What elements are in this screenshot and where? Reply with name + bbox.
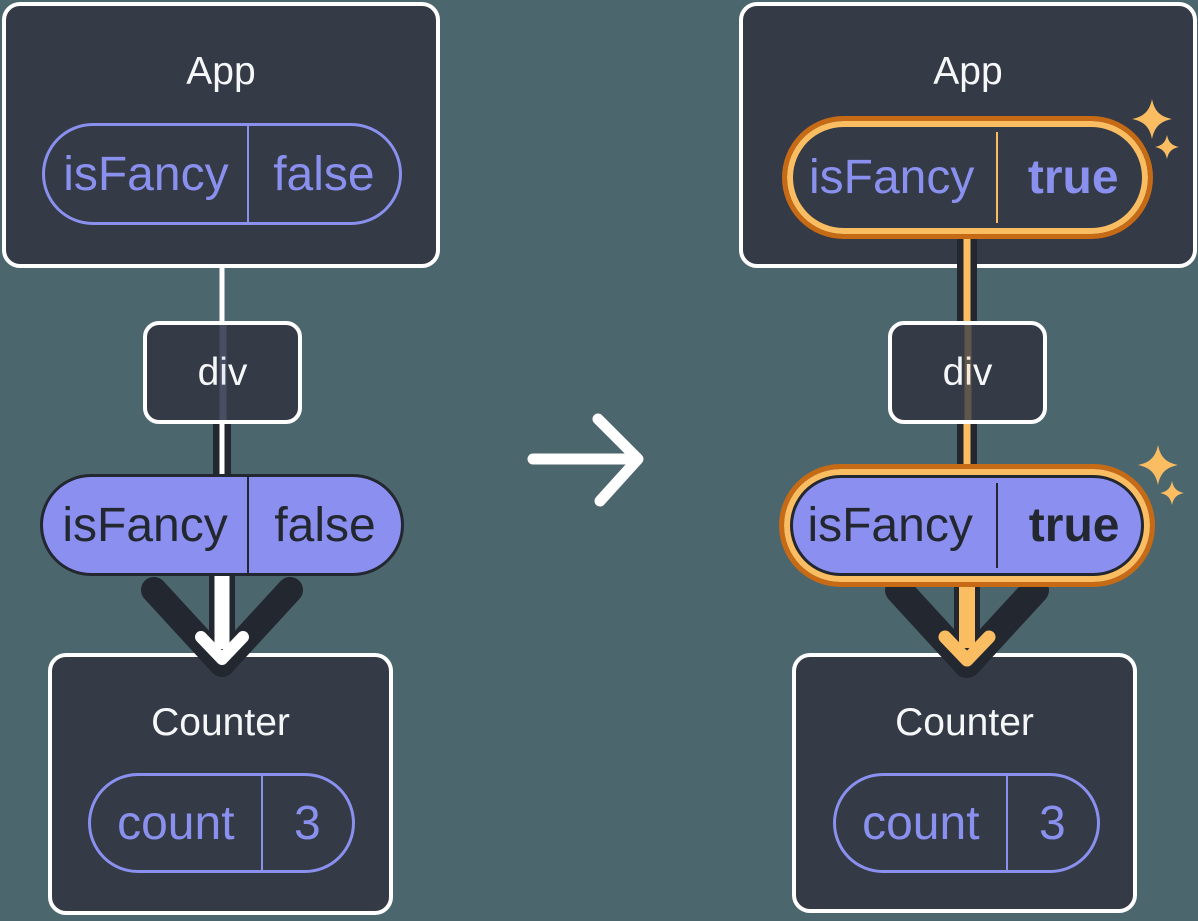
pill-divider	[246, 126, 249, 222]
prop-flow-stripe	[964, 325, 971, 420]
sparkle-icon	[1132, 99, 1172, 139]
right-div-card: div	[888, 321, 1047, 424]
pill-value-label: false	[273, 147, 375, 201]
pill-value-label: true	[1027, 151, 1119, 204]
left-passed-prop-pill: isFancy false	[40, 474, 404, 576]
transition-arrow-icon	[527, 413, 644, 507]
pill-name-label: isFancy	[63, 147, 229, 201]
right-app-prop-pill-highlighted: isFancy true	[782, 116, 1153, 239]
left-counter-state-pill: count 3	[88, 773, 355, 873]
pill-name-label: isFancy	[809, 151, 975, 204]
app-title: App	[186, 50, 256, 93]
pill-value-label: 3	[293, 796, 321, 850]
sparkle-icon	[1160, 481, 1184, 505]
pill-value-label: true	[1028, 499, 1120, 552]
sparkle-icon	[1138, 445, 1178, 485]
pill-value-label: false	[274, 498, 376, 552]
left-app-prop-pill: isFancy false	[42, 123, 402, 225]
left-div-card: div	[143, 321, 302, 424]
app-title: App	[933, 50, 1003, 93]
sparkle-icon	[1155, 135, 1179, 159]
prop-flow-stripe	[219, 325, 226, 420]
pill-divider	[996, 132, 999, 223]
pill-name-label: isFancy	[62, 498, 228, 552]
right-passed-prop-pill-highlighted: isFancy true	[779, 464, 1155, 587]
right-counter-state-pill: count 3	[833, 773, 1100, 873]
pill-name-label: count	[862, 796, 980, 850]
pill-value-label: 3	[1038, 796, 1066, 850]
pill-name-label: isFancy	[807, 499, 973, 552]
div-label: div	[942, 350, 993, 394]
pill-divider	[996, 483, 999, 568]
div-label: div	[197, 350, 248, 394]
pill-divider	[247, 477, 250, 573]
pill-divider	[260, 776, 263, 870]
pill-name-label: count	[117, 796, 235, 850]
counter-title: Counter	[151, 701, 290, 744]
counter-title: Counter	[895, 701, 1034, 744]
pill-divider	[1005, 776, 1008, 870]
